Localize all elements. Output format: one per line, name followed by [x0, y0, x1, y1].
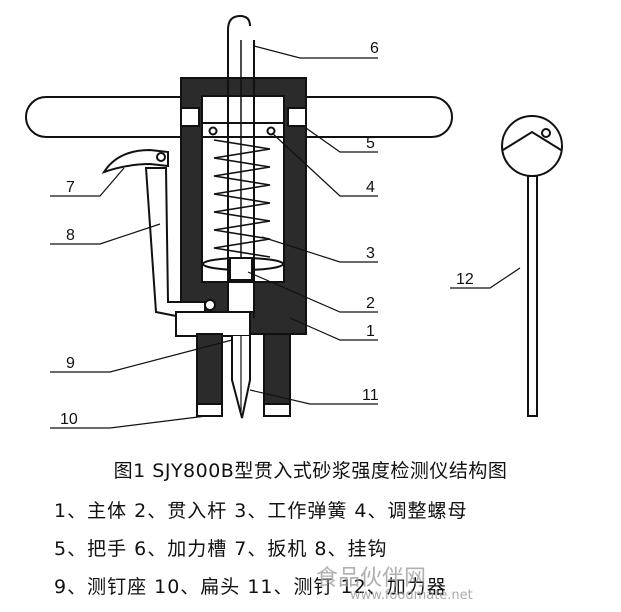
watermark-url: www.foodmate.net: [350, 588, 473, 603]
callout-9: 9: [66, 355, 75, 372]
callout-7: 7: [66, 179, 75, 196]
flat-head: [196, 403, 223, 417]
callout-10: 10: [60, 411, 78, 428]
spring: [213, 139, 271, 258]
callout-5: 5: [366, 135, 375, 152]
callout-6: 6: [370, 40, 379, 57]
loader-rod: [527, 175, 538, 417]
hook-slot: [227, 14, 251, 60]
callout-11: 11: [362, 387, 379, 404]
callout-8: 8: [66, 227, 75, 244]
trigger: [101, 148, 169, 174]
legend-line-1: 1、主体 2、贯入杆 3、工作弹簧 4、调整螺母: [54, 500, 468, 522]
adjusting-nut: [201, 122, 285, 138]
figure-caption: 图1 SJY800B型贯入式砂浆强度检测仪结构图: [113, 460, 508, 482]
callout-1: 1: [366, 323, 375, 340]
callout-3: 3: [366, 245, 375, 262]
left-leg: [196, 333, 223, 409]
legend-line-3: 9、测钉座 10、扁头 11、测钉 12、加力器: [54, 576, 447, 598]
nail-seat: [175, 311, 251, 337]
watermark-cn: 食品伙伴网: [316, 566, 427, 591]
callout-4: 4: [366, 179, 375, 196]
legend-line-2: 5、把手 6、加力槽 7、扳机 8、挂钩: [54, 538, 388, 560]
hook-arm: [144, 167, 206, 317]
callout-2: 2: [366, 295, 375, 312]
callout-12: 12: [456, 271, 474, 288]
